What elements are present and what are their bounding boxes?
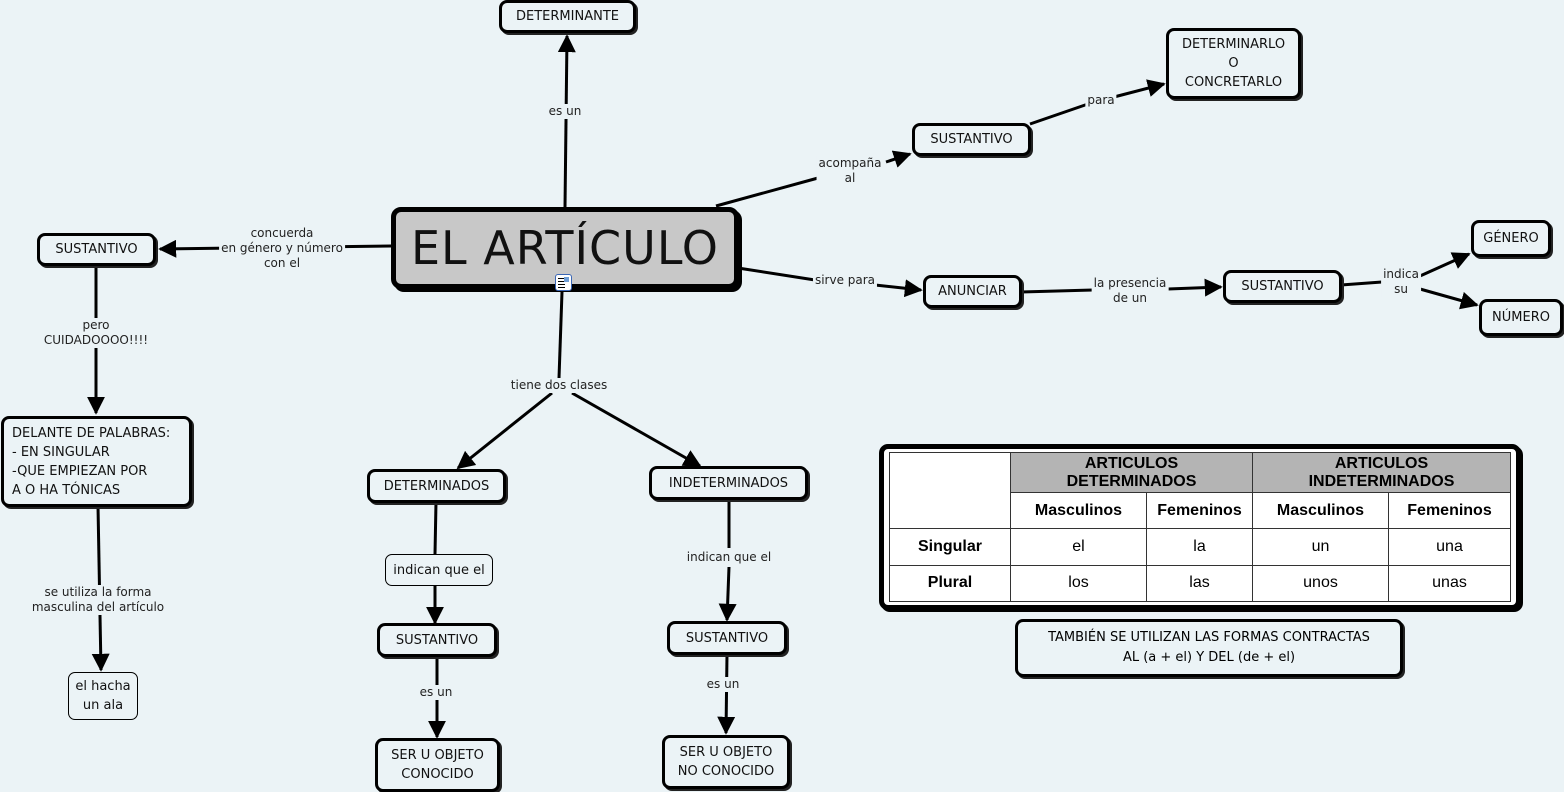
table-cell: la: [1146, 528, 1253, 566]
sub-header: Masculinos: [1252, 492, 1389, 529]
node-label: SUSTANTIVO: [1241, 279, 1324, 294]
node-label: NÚMERO: [1492, 310, 1550, 325]
node-determinarlo[interactable]: DETERMINARLO O CONCRETARLO: [1166, 28, 1301, 99]
node-sustantivo-top[interactable]: SUSTANTIVO: [912, 123, 1031, 156]
node-delante-de-palabras[interactable]: DELANTE DE PALABRAS: - EN SINGULAR -QUE …: [1, 416, 192, 507]
node-el-hacha[interactable]: el hacha un ala: [68, 672, 138, 720]
node-indican-que-el[interactable]: indican que el: [385, 554, 493, 586]
node-label: ANUNCIAR: [938, 284, 1007, 299]
articles-table: ARTICULOS DETERMINADOS ARTICULOS INDETER…: [889, 452, 1511, 602]
node-anunciar[interactable]: ANUNCIAR: [923, 275, 1022, 308]
link-label-pero: pero CUIDADOOOO!!!!: [41, 318, 151, 348]
link-label-acompana: acompaña al: [816, 156, 884, 186]
table-cell: las: [1146, 564, 1253, 602]
node-label: SER U OBJETO NO CONOCIDO: [677, 745, 775, 779]
node-indeterminados[interactable]: INDETERMINADOS: [649, 466, 808, 500]
node-sustantivo-det[interactable]: SUSTANTIVO: [377, 623, 497, 657]
node-label: SUSTANTIVO: [395, 632, 479, 648]
main-concept-label: EL ARTÍCULO: [410, 220, 720, 275]
table-corner: [889, 452, 1011, 529]
link-label-la-presencia: la presencia de un: [1091, 276, 1169, 306]
link-label-para: para: [1085, 93, 1117, 108]
link-label-es-un-indet: es un: [704, 677, 742, 692]
node-ser-no-conocido[interactable]: SER U OBJETO NO CONOCIDO: [662, 735, 790, 789]
node-label: SER U OBJETO CONOCIDO: [391, 748, 484, 782]
node-label: DETERMINANTE: [516, 9, 619, 24]
sub-header: Femeninos: [1388, 492, 1511, 529]
row-label: Singular: [889, 528, 1011, 566]
node-label: DELANTE DE PALABRAS: - EN SINGULAR -QUE …: [12, 425, 171, 498]
node-determinante[interactable]: DETERMINANTE: [499, 0, 636, 33]
node-sustantivo-right[interactable]: SUSTANTIVO: [1223, 270, 1342, 303]
sub-header: Masculinos: [1010, 492, 1147, 529]
table-row: Plural los las unos unas: [889, 564, 1511, 602]
link-label-es-un: es un: [546, 104, 584, 119]
table-cell: el: [1010, 528, 1147, 566]
node-numero[interactable]: NÚMERO: [1479, 299, 1563, 336]
node-label: SUSTANTIVO: [55, 242, 138, 257]
document-resource-icon[interactable]: [555, 274, 572, 291]
node-label: INDETERMINADOS: [668, 475, 789, 491]
table-cell: los: [1010, 564, 1147, 602]
node-label: DETERMINADOS: [383, 478, 490, 494]
table-cell: una: [1388, 528, 1511, 566]
node-label: SUSTANTIVO: [930, 132, 1013, 147]
sub-header: Femeninos: [1146, 492, 1253, 529]
group-header: ARTICULOS INDETERMINADOS: [1252, 452, 1511, 493]
link-label-indica-su: indica su: [1381, 267, 1421, 297]
node-determinados[interactable]: DETERMINADOS: [367, 469, 506, 503]
node-label: DETERMINARLO O CONCRETARLO: [1181, 37, 1286, 90]
node-sustantivo-indet[interactable]: SUSTANTIVO: [667, 621, 787, 655]
node-label: GÉNERO: [1483, 231, 1539, 246]
table-cell: unas: [1388, 564, 1511, 602]
link-label-concuerda: concuerda en género y número con el: [219, 226, 345, 271]
contracted-forms-note[interactable]: TAMBIÉN SE UTILIZAN LAS FORMAS CONTRACTA…: [1015, 619, 1403, 677]
group-header: ARTICULOS DETERMINADOS: [1010, 452, 1253, 493]
articles-table-box: ARTICULOS DETERMINADOS ARTICULOS INDETER…: [879, 444, 1521, 610]
link-label-tiene-dos-clases: tiene dos clases: [508, 378, 610, 393]
table-row: Singular el la un una: [889, 528, 1511, 566]
node-label: indican que el: [393, 562, 485, 578]
node-label: el hacha un ala: [75, 679, 131, 713]
link-label-indican-indet: indican que el: [684, 550, 774, 565]
node-ser-conocido[interactable]: SER U OBJETO CONOCIDO: [375, 738, 500, 792]
main-concept-node[interactable]: EL ARTÍCULO: [391, 207, 739, 289]
node-sustantivo-left[interactable]: SUSTANTIVO: [37, 233, 156, 266]
node-label: SUSTANTIVO: [685, 630, 769, 646]
table-cell: unos: [1252, 564, 1389, 602]
link-label-se-utiliza: se utiliza la forma masculina del artícu…: [29, 585, 167, 615]
link-label-sirve-para: sirve para: [812, 273, 878, 288]
node-genero[interactable]: GÉNERO: [1471, 220, 1551, 257]
table-cell: un: [1252, 528, 1389, 566]
link-label-es-un-det: es un: [417, 685, 455, 700]
note-text: TAMBIÉN SE UTILIZAN LAS FORMAS CONTRACTA…: [1048, 630, 1370, 665]
row-label: Plural: [889, 564, 1011, 602]
